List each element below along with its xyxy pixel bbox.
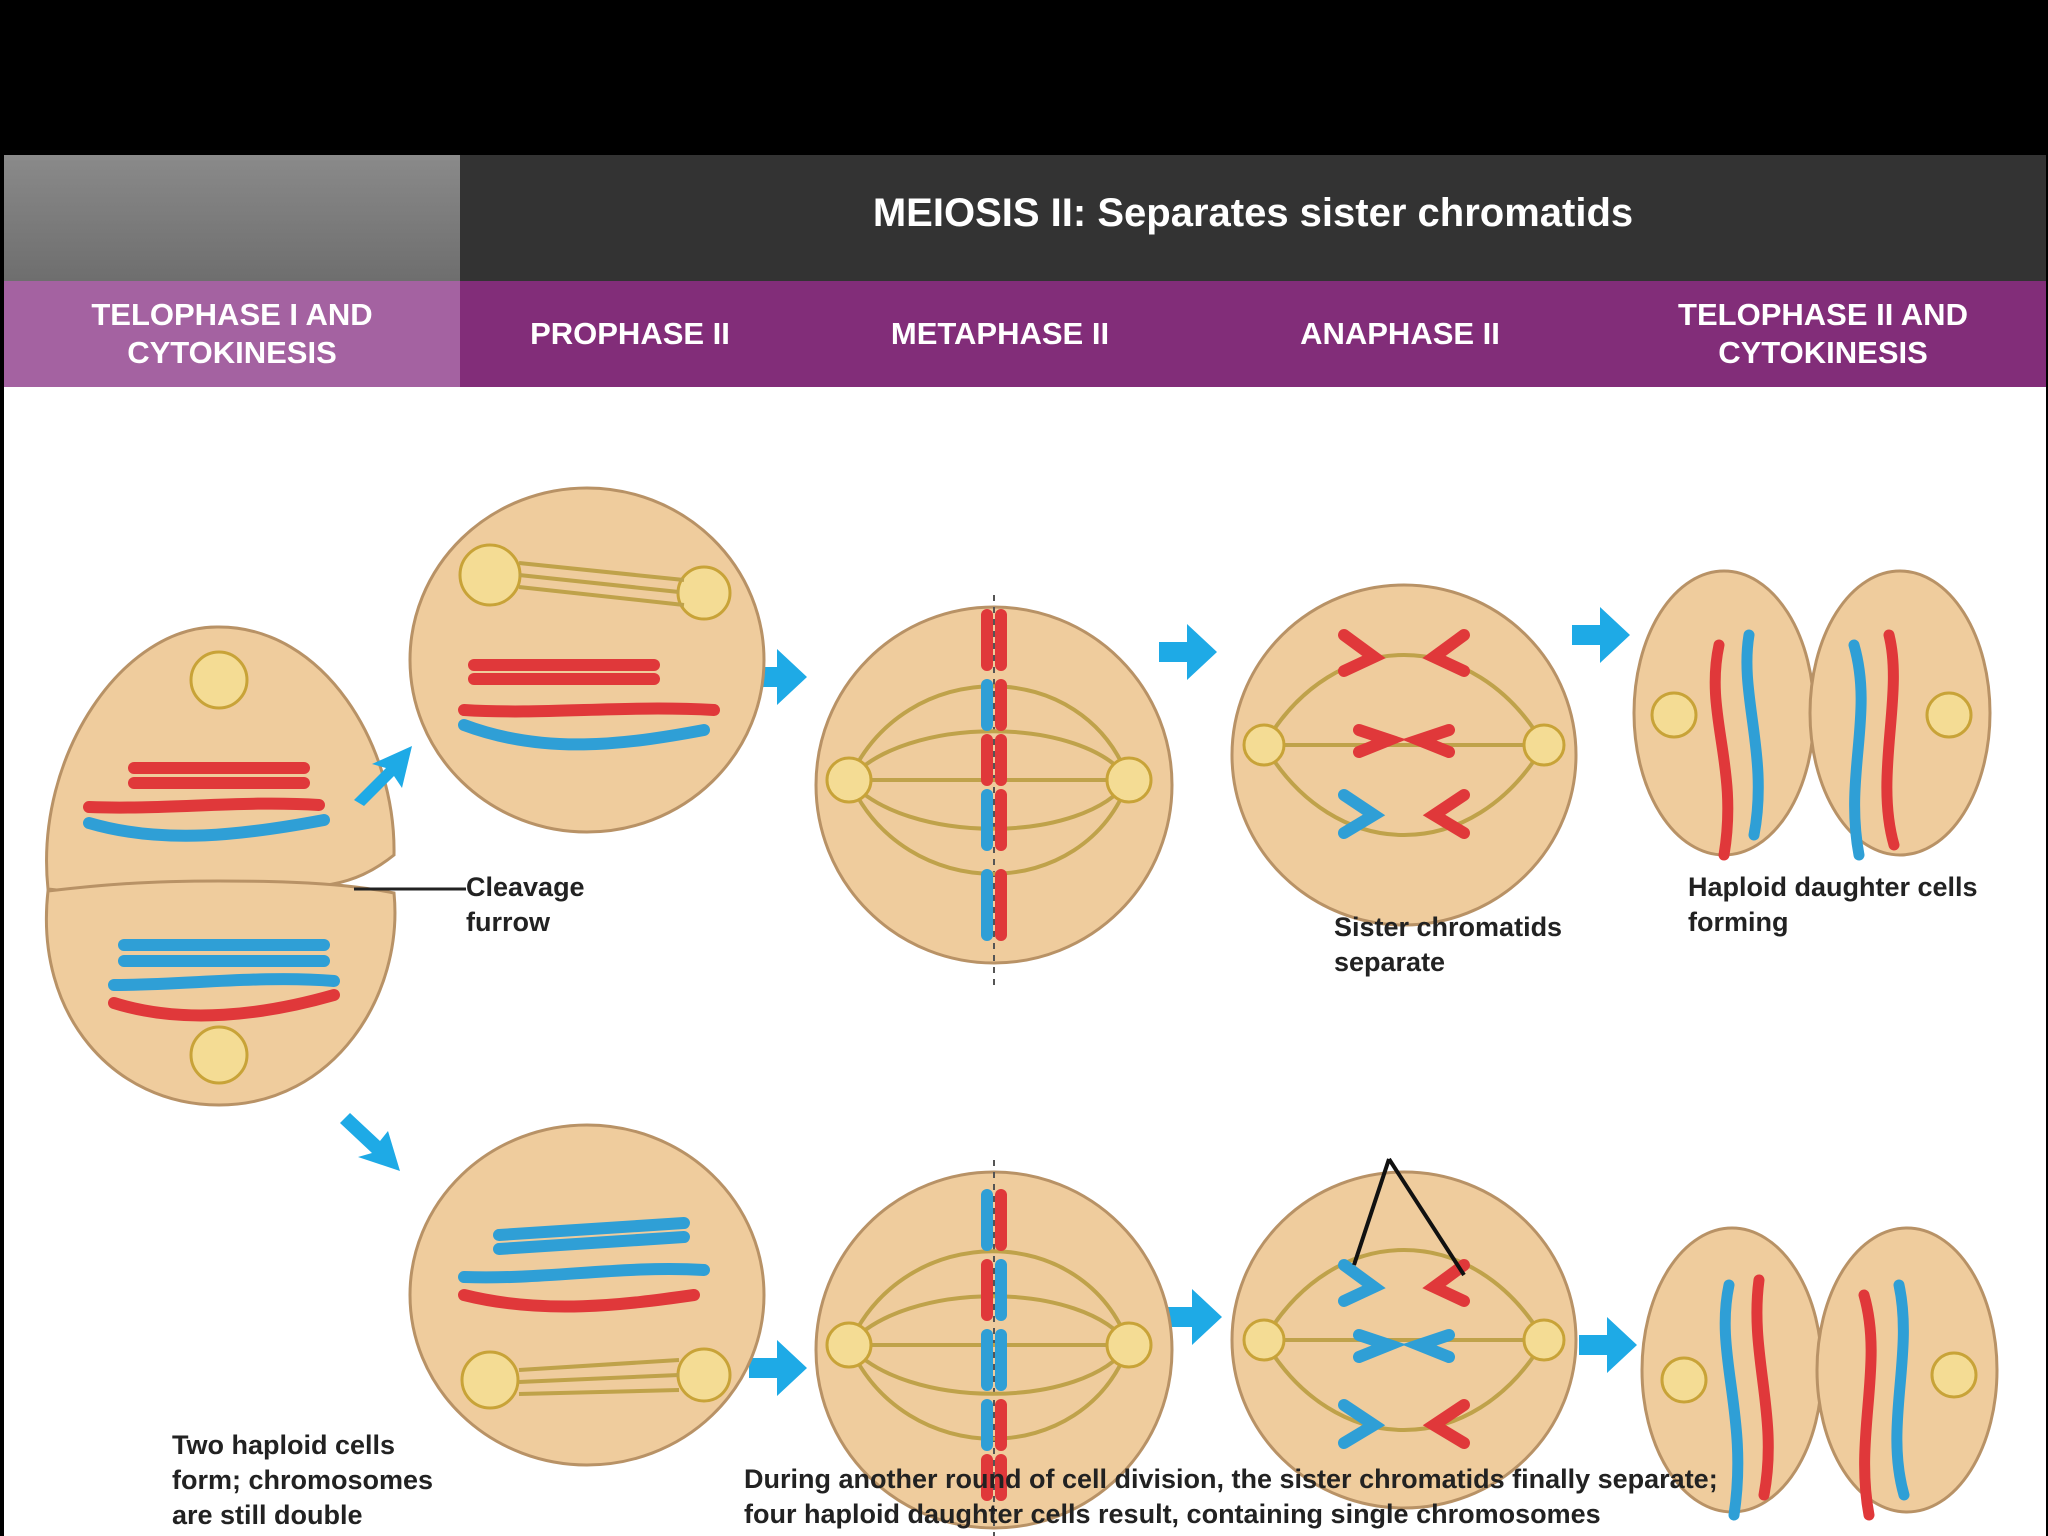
diagram-canvas (45, 486, 1999, 1536)
arrow-right (1572, 607, 1630, 663)
figure-caption: During another round of cell division, t… (744, 1464, 1718, 1529)
header-band-left (4, 155, 460, 281)
separated-chromatids (1338, 1259, 1470, 1449)
centrosome (458, 543, 522, 607)
centrosome (825, 756, 873, 804)
phase-telophase-i: TELOPHASE I AND CYTOKINESIS (4, 281, 460, 387)
arrow-right (749, 1340, 807, 1396)
phase-telophase-ii: TELOPHASE II AND CYTOKINESIS (1600, 281, 2046, 387)
telophase-ii-bottom-cells (1640, 1226, 1999, 1521)
phase-anaphase-ii: ANAPHASE II (1200, 281, 1600, 387)
centrosome (1522, 723, 1566, 767)
centrosome (1930, 1351, 1978, 1399)
figure-title: MEIOSIS II: Separates sister chromatids (872, 191, 1634, 235)
arrow-right (1164, 1289, 1222, 1345)
centrosome (460, 1350, 520, 1410)
spindle-fibers (1262, 1248, 1546, 1432)
centrosome (1105, 1321, 1153, 1369)
chromosome-pair (83, 762, 340, 1022)
spindle-fibers (1262, 653, 1546, 837)
centrosome (825, 1321, 873, 1369)
separated-chromatids (1338, 629, 1470, 839)
transition-arrows (340, 607, 1637, 1396)
sister-chromatids-pointer (1352, 1157, 1466, 1277)
phase-metaphase-ii: METAPHASE II (800, 281, 1200, 387)
anaphase-ii-top-cell (1230, 583, 1578, 927)
centrosome (1650, 691, 1698, 739)
label-sister-chromatids: Sister chromatids separate (1334, 912, 1563, 977)
spindle-fibers (518, 561, 685, 607)
centrosome (1522, 1318, 1566, 1362)
aligned-chromosomes (981, 1189, 1007, 1501)
arrow-right (749, 649, 807, 705)
arrow-right (1159, 624, 1217, 680)
centrosome (1925, 691, 1973, 739)
centrosome (1242, 723, 1286, 767)
spindle-fibers (847, 1249, 1131, 1441)
arrow-up-right (354, 746, 412, 806)
label-cleavage-furrow: Cleavage furrow (466, 872, 585, 937)
chromosome-pair (458, 1217, 710, 1313)
spindle-fibers (518, 1358, 680, 1396)
centrosome (676, 1347, 732, 1403)
centrosome (1105, 756, 1153, 804)
meiosis-figure: MEIOSIS II: Separates sister chromatids … (4, 155, 2046, 1536)
centrosome (676, 565, 732, 621)
header-band: MEIOSIS II: Separates sister chromatids (460, 155, 2046, 281)
arrow-right (1579, 1317, 1637, 1373)
telophase-i-bottom-cell (45, 879, 397, 1107)
label-haploid-daughter-cells: Haploid daughter cells forming (1688, 872, 1978, 937)
centrosome (189, 650, 249, 710)
centrosome (1242, 1318, 1286, 1362)
label-two-haploid-cells: Two haploid cells form; chromosomes are … (172, 1430, 434, 1530)
arrow-down-right (340, 1113, 400, 1171)
chromosome-pair (458, 659, 720, 751)
aligned-chromosomes (981, 609, 1007, 941)
centrosome (189, 1025, 249, 1085)
telophase-ii-top-cells (1632, 569, 1992, 861)
centrosome (1660, 1356, 1708, 1404)
phase-prophase-ii: PROPHASE II (460, 281, 800, 387)
